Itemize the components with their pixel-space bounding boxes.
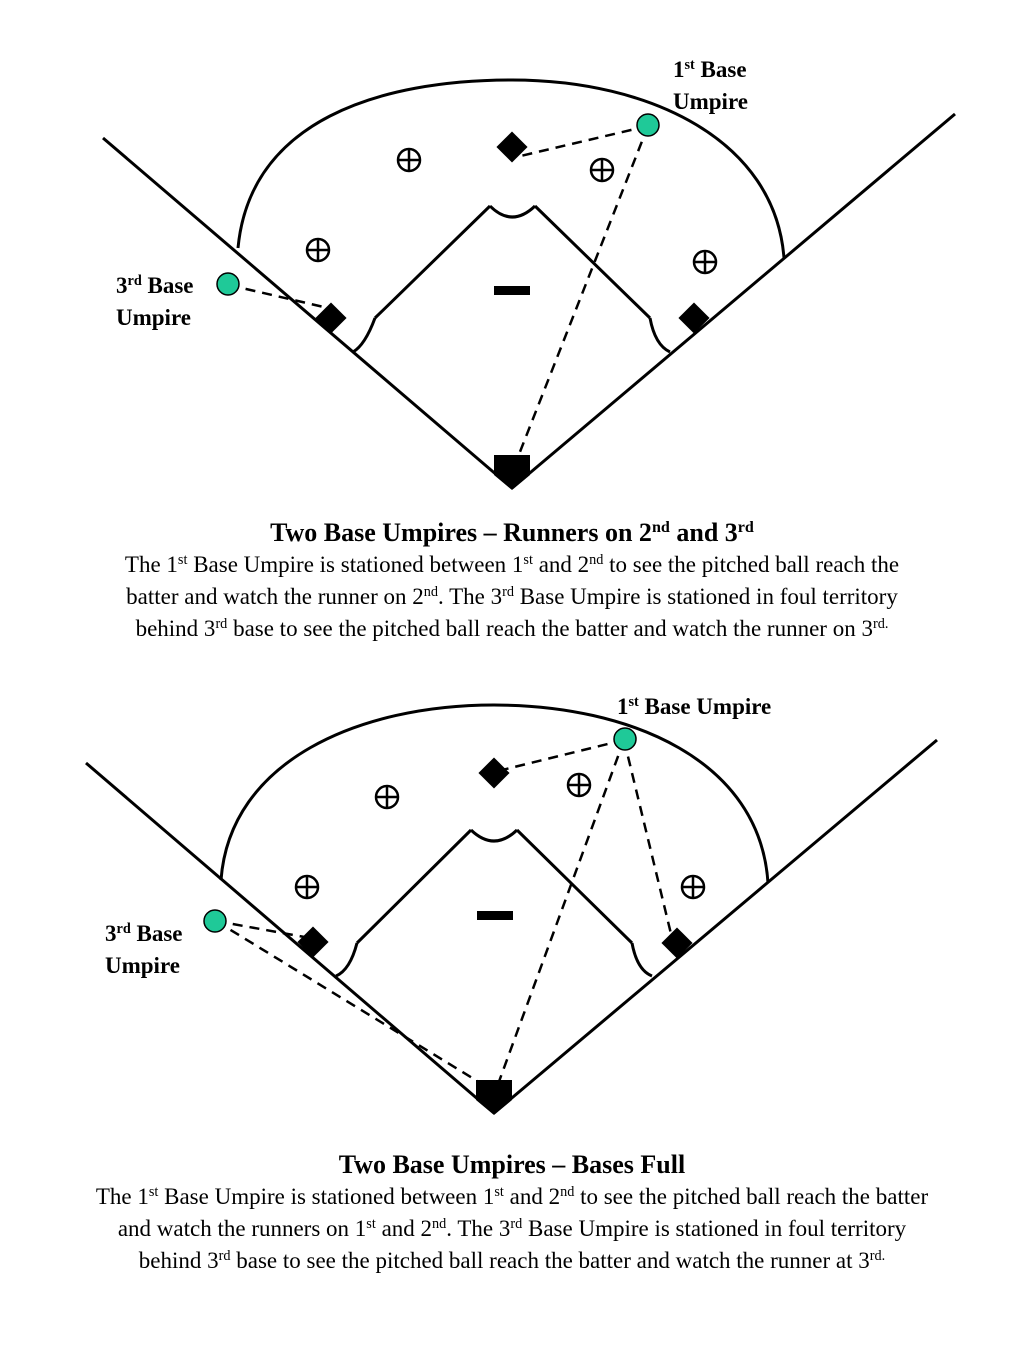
field-diagram-1: [102, 78, 956, 490]
caption-1-body: The 1st Base Umpire is stationed between…: [124, 552, 900, 641]
first-base-umpire-label: 1st Base Umpire: [673, 57, 748, 114]
fielder-third-icon: [294, 874, 320, 900]
second-base: [478, 757, 510, 789]
infield-right-edge: [533, 204, 652, 320]
fielder-left-icon: [396, 147, 422, 173]
caption-2-title: Two Base Umpires – Bases Full: [338, 1150, 686, 1179]
third-base-arc: [335, 942, 359, 978]
caption-2-body: The 1st Base Umpire is stationed between…: [95, 1184, 929, 1273]
third-base-umpire-marker: [203, 909, 227, 933]
right-foul-line: [511, 112, 956, 490]
pitcher-rubber: [494, 286, 530, 295]
home-plate: [476, 1080, 512, 1115]
third-base: [315, 302, 347, 334]
sightline-1b-ump-to-home: [495, 739, 626, 1088]
first-base-umpire-marker: [613, 727, 637, 751]
caption-1: Two Base Umpires – Runners on 2nd and 3r…: [0, 517, 1024, 645]
first-base-arc: [648, 317, 671, 354]
fielder-first-icon: [692, 249, 718, 275]
sightline-3b-ump-to-home: [215, 919, 488, 1089]
infield-left-edge: [373, 204, 492, 320]
pitcher-rubber: [477, 911, 513, 920]
third-base: [297, 926, 329, 958]
fielder-first-icon: [680, 874, 706, 900]
caption-1-title: Two Base Umpires – Runners on 2nd and 3r…: [270, 518, 754, 547]
field-diagram-2: [85, 703, 938, 1115]
pitcher-arc: [469, 828, 519, 843]
right-foul-line: [493, 738, 938, 1115]
first-base: [661, 927, 693, 959]
third-base-umpire-label: 3rd Base Umpire: [116, 273, 194, 330]
first-base: [678, 302, 710, 334]
sightline-1b-ump-to-home: [514, 125, 650, 463]
infield-right-edge: [515, 828, 634, 945]
second-base: [496, 131, 528, 163]
fielder-center-right-icon: [566, 772, 592, 798]
first-base-umpire-label: 1st Base Umpire: [617, 694, 772, 719]
fielder-center-right-icon: [589, 157, 615, 183]
sightline-1b-ump-to-second: [493, 738, 625, 774]
home-plate: [494, 455, 530, 490]
pitcher-arc: [488, 204, 537, 219]
first-base-arc: [630, 942, 653, 978]
third-base-umpire-marker: [216, 272, 240, 296]
fielder-left-icon: [374, 784, 400, 810]
left-foul-line: [85, 761, 495, 1115]
third-base-arc: [352, 317, 377, 354]
third-base-umpire-label: 3rd Base Umpire: [105, 921, 183, 978]
fielder-third-icon: [305, 237, 331, 263]
sightline-3b-ump-to-third: [215, 919, 311, 940]
sightline-1b-ump-to-first: [622, 739, 674, 939]
caption-2: Two Base Umpires – Bases Full The 1st Ba…: [0, 1149, 1024, 1277]
outfield-arc: [236, 78, 786, 259]
left-foul-line: [102, 136, 513, 490]
infield-left-edge: [355, 828, 473, 945]
outfield-arc: [219, 703, 770, 884]
first-base-umpire-marker: [636, 113, 660, 137]
sightline-1b-ump-to-second: [511, 124, 649, 160]
